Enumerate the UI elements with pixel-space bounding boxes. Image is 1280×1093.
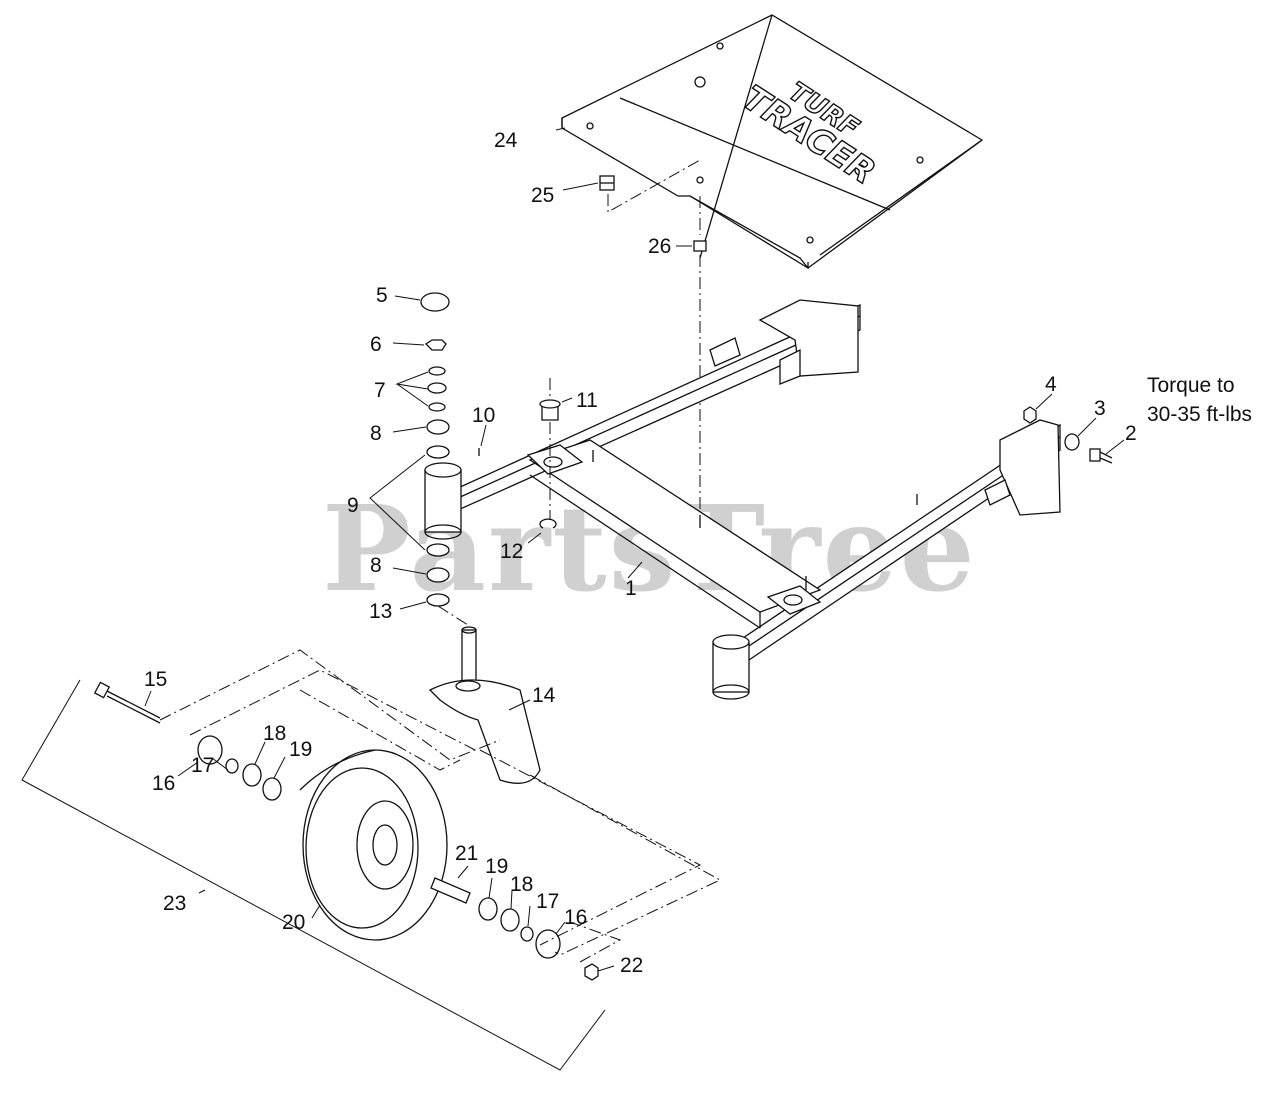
caster-fork-part — [428, 626, 541, 784]
callout-5: 5 — [376, 284, 388, 307]
callout-17-left: 17 — [191, 754, 214, 777]
torque-note-line2: 30-35 ft-lbs — [1147, 403, 1252, 426]
callout-3: 3 — [1094, 397, 1106, 420]
dust-cap-part — [420, 292, 450, 312]
callout-24: 24 — [494, 129, 518, 152]
front-axle-frame-part — [424, 299, 1061, 700]
callout-10: 10 — [472, 404, 495, 427]
callout-2: 2 — [1125, 422, 1137, 445]
callout-7: 7 — [374, 379, 386, 402]
callout-22: 22 — [620, 954, 643, 977]
bolt-washer-nut-hardware — [1023, 406, 1113, 464]
callout-8-top: 8 — [370, 422, 382, 445]
callout-25: 25 — [531, 184, 554, 207]
callout-11: 11 — [576, 389, 598, 412]
callout-20: 20 — [282, 911, 305, 934]
wheel-assembly-part — [299, 749, 448, 941]
bearing-part-8-top — [426, 419, 450, 435]
callout-8-bottom: 8 — [370, 554, 382, 577]
bolt-part-15 — [93, 681, 161, 724]
spindle-hardware-stack — [420, 292, 480, 607]
bearing-part-8-bottom — [426, 567, 450, 583]
right-hub-hardware — [430, 877, 599, 981]
callout-13: 13 — [369, 600, 392, 623]
bushing-part-11 — [539, 399, 561, 421]
callout-26: 26 — [648, 235, 671, 258]
callout-6: 6 — [370, 333, 382, 356]
callout-labels: 24 25 26 5 6 7 8 10 11 9 12 8 1 13 4 3 2… — [144, 129, 1137, 977]
callout-17-right: 17 — [536, 890, 559, 913]
callout-12: 12 — [500, 540, 523, 563]
callout-18-right: 18 — [510, 873, 533, 896]
lock-nut-part — [424, 339, 447, 351]
callout-16-right: 16 — [564, 906, 587, 929]
callout-15: 15 — [144, 668, 167, 691]
leader-lines — [144, 127, 1125, 972]
callout-23: 23 — [163, 892, 186, 915]
callout-21: 21 — [455, 842, 478, 865]
callout-9: 9 — [347, 494, 359, 517]
retaining-ring-part-12 — [539, 518, 557, 529]
callout-16-left: 16 — [152, 772, 175, 795]
torque-note-line1: Torque to — [1147, 374, 1235, 397]
nut-part-26 — [693, 240, 707, 252]
callout-18-left: 18 — [263, 722, 286, 745]
callout-19-right: 19 — [485, 855, 508, 878]
cover-plate-part — [561, 14, 984, 270]
callout-19-left: 19 — [289, 738, 312, 761]
callout-14: 14 — [532, 684, 556, 707]
torque-note: Torque to 30-35 ft-lbs — [1147, 374, 1252, 426]
spacer-part-13 — [426, 593, 450, 607]
callout-1: 1 — [625, 577, 637, 600]
callout-4: 4 — [1045, 373, 1057, 396]
clip-part — [599, 175, 615, 191]
left-hub-hardware — [197, 735, 282, 801]
